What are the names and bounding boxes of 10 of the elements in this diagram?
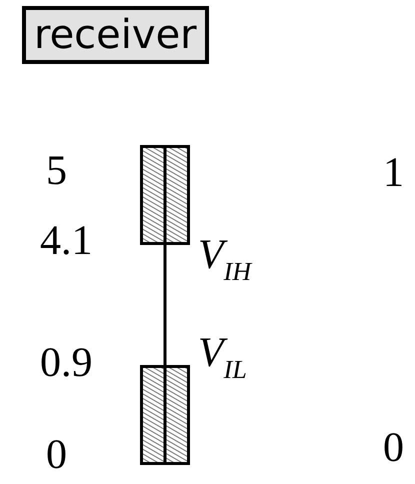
value-label: 0 xyxy=(46,432,67,478)
value-label: 4.1 xyxy=(40,218,92,264)
value-label: 0 xyxy=(383,425,404,471)
title-box: receiver xyxy=(22,6,209,64)
voltage-label: V$_{IH}$ xyxy=(198,232,252,278)
connector-line xyxy=(164,245,166,365)
value-label: 5 xyxy=(46,148,67,194)
value-label: 1 xyxy=(383,150,404,196)
value-label: 0.9 xyxy=(40,340,92,386)
voltage-label: V$_{IL}$ xyxy=(198,330,247,376)
